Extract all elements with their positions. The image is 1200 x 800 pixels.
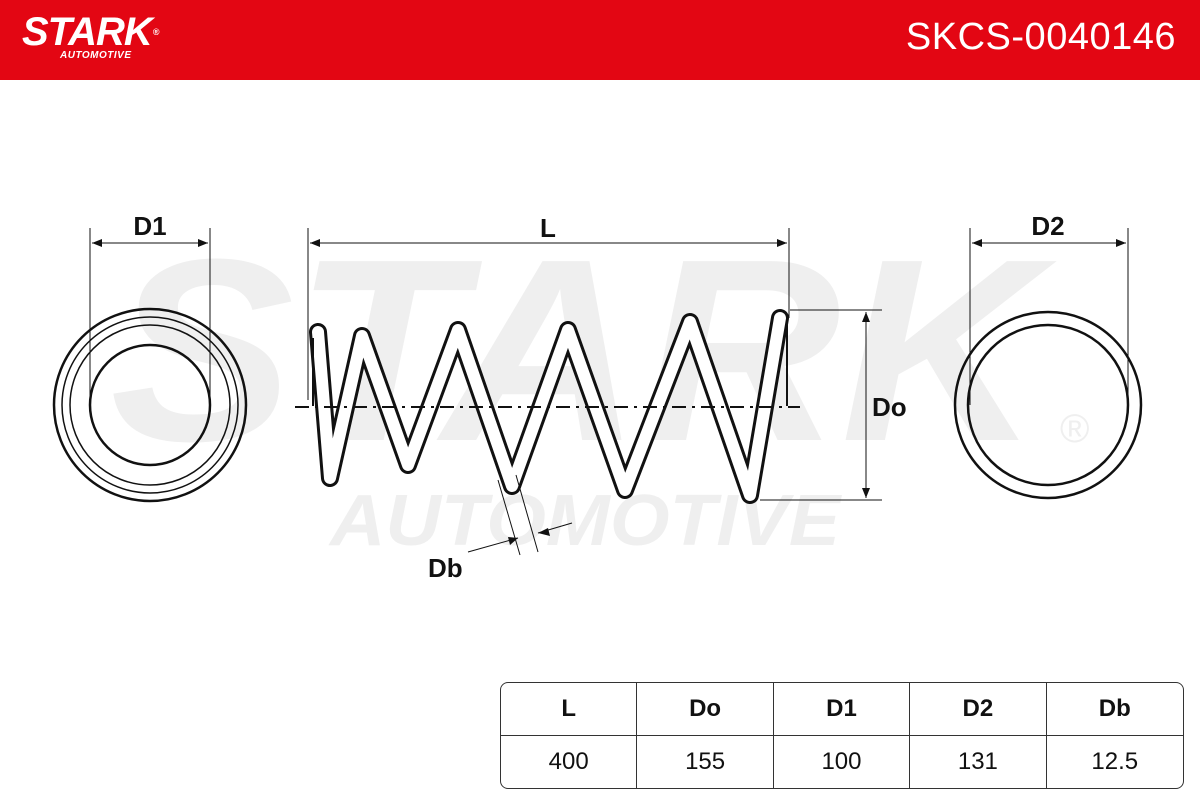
label-outer-diameter: Do xyxy=(872,392,907,422)
spec-header-l: L xyxy=(501,683,638,736)
spec-value-d2: 131 xyxy=(910,736,1047,788)
spec-header-do: Do xyxy=(637,683,774,736)
watermark-brand: STARK xyxy=(110,206,1061,496)
label-wire-diameter: Db xyxy=(428,553,463,583)
watermark: STARK AUTOMOTIVE ® xyxy=(110,206,1089,561)
spec-value-d1: 100 xyxy=(774,736,911,788)
spec-value-db: 12.5 xyxy=(1091,748,1139,775)
watermark-reg: ® xyxy=(1060,407,1089,451)
spec-value-l: 400 xyxy=(501,736,638,788)
spring-side-view xyxy=(295,228,882,556)
spring-drawing: STARK AUTOMOTIVE ® D1 xyxy=(52,206,1143,583)
logo-wordmark: STARK® xyxy=(22,10,159,54)
label-d1: D1 xyxy=(133,211,166,241)
logo-subtitle: AUTOMOTIVE xyxy=(60,50,132,61)
spec-table-header-row: L Do D1 D2 Db xyxy=(501,683,1183,736)
spec-header-d2: D2 xyxy=(910,683,1047,736)
spec-value-do: 155 xyxy=(637,736,774,788)
label-length: L xyxy=(540,213,556,243)
spec-header-db: Db xyxy=(1046,683,1183,736)
end-view-d2 xyxy=(953,228,1143,500)
stark-logo: STARK® AUTOMOTIVE xyxy=(22,10,159,61)
spec-table: L Do D1 D2 Db 400 155 100 131 12.5 xyxy=(500,682,1184,789)
spec-table-value-row: 400 155 100 131 12.5 xyxy=(501,736,1183,788)
label-d2: D2 xyxy=(1031,211,1064,241)
part-number: SKCS-0040146 xyxy=(905,16,1176,58)
watermark-subtitle: AUTOMOTIVE xyxy=(328,481,842,561)
header-bar: STARK® AUTOMOTIVE SKCS-0040146 xyxy=(0,0,1200,80)
end-view-d1 xyxy=(52,228,248,503)
spec-header-d1: D1 xyxy=(773,683,911,736)
